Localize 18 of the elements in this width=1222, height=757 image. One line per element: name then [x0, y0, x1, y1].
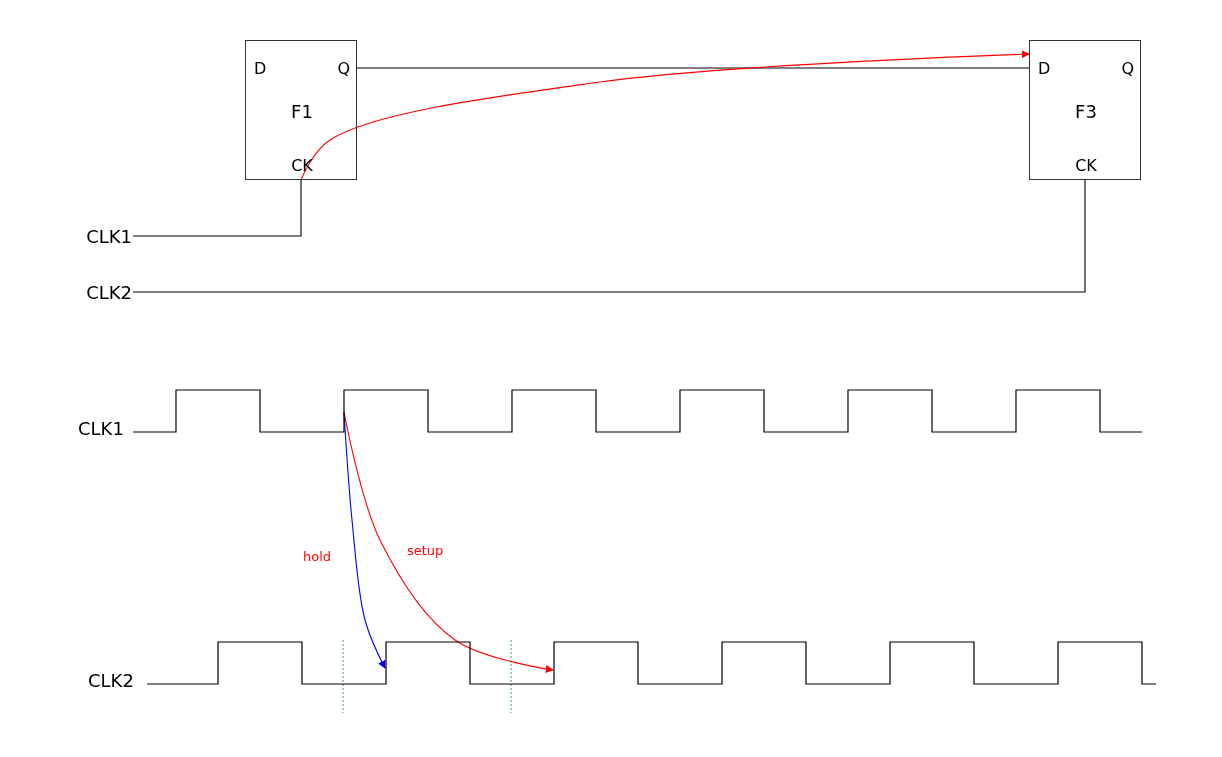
arrow — [300, 50, 1030, 181]
pin-label: D — [1038, 61, 1051, 77]
pin-label: Q — [1121, 61, 1134, 77]
signal-label: CLK1 — [78, 420, 124, 438]
pin-label: Q — [337, 61, 350, 77]
flip-flop-box — [245, 40, 357, 180]
wire — [356, 67, 1030, 69]
flip-flop-name: F1 — [291, 103, 313, 121]
signal-label: CLK1 — [86, 228, 132, 246]
pin-label: CK — [1075, 158, 1097, 174]
flip-flop-box — [1029, 40, 1141, 180]
signal-label: CLK2 — [86, 284, 132, 302]
signal-label: CLK2 — [88, 672, 134, 690]
wire — [132, 179, 302, 237]
edge-label: setup — [406, 544, 445, 559]
flip-flop-name: F3 — [1075, 103, 1097, 121]
wire — [132, 179, 1086, 293]
pin-label: D — [254, 61, 267, 77]
